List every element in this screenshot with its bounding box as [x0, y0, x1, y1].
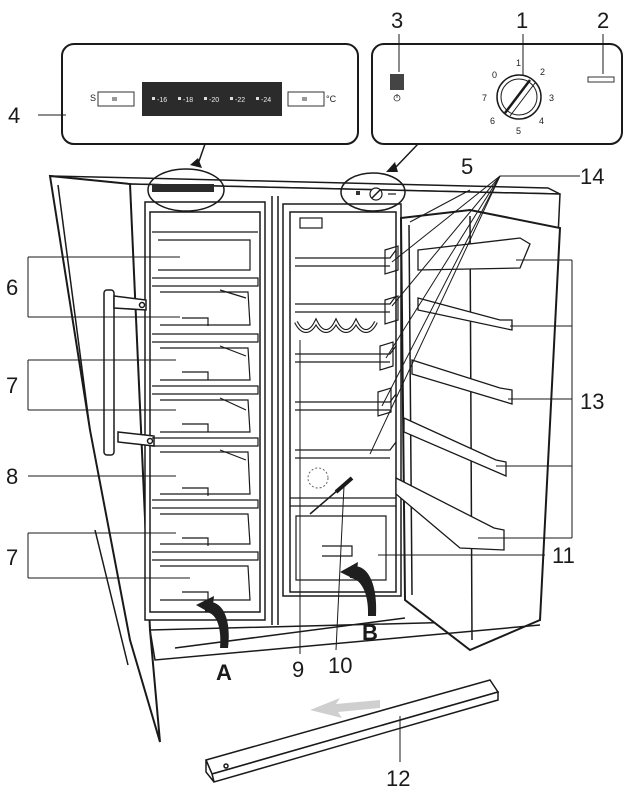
interior-light [587, 76, 615, 83]
callout-11: 11 [552, 543, 575, 568]
callout-7-lower: 7 [6, 545, 18, 570]
freezer-display-panel: S -16 -18 -20 -22 -24 °C [61, 43, 359, 145]
callout-13: 13 [580, 389, 604, 414]
fridge-control-highlight [340, 172, 406, 212]
dial-number: 3 [549, 93, 554, 103]
leader-lines [27, 34, 604, 762]
callout-1: 1 [516, 8, 528, 33]
temp-readout: -16 [157, 97, 167, 104]
freezer-temp-readouts: -16 -18 -20 -22 -24 [152, 97, 271, 104]
arrow-b-label: B [362, 620, 378, 645]
temp-readout: -20 [209, 97, 219, 104]
callout-8: 8 [6, 464, 18, 489]
temp-readout: -18 [183, 97, 193, 104]
callout-4: 4 [8, 103, 20, 128]
dial-number: 6 [490, 116, 495, 126]
dial-number: 5 [516, 126, 521, 136]
temp-readout: -24 [261, 97, 271, 104]
temperature-dial [496, 74, 542, 120]
freezer-compartments [152, 231, 259, 601]
panel-pointers [197, 143, 419, 169]
temp-readout: -22 [235, 97, 245, 104]
dial-scale: 1 2 3 4 5 6 7 0 [482, 58, 554, 136]
freezer-s-label: S [90, 93, 96, 103]
arrow-a-label: A [216, 660, 232, 685]
arrow-a [205, 602, 229, 648]
callout-12: 12 [386, 766, 410, 791]
install-hint-arrow [310, 698, 380, 718]
door-bins [395, 237, 531, 551]
dial-number: 7 [482, 93, 487, 103]
fridge-dial-panel: 1 2 3 4 5 6 7 0 [371, 43, 623, 145]
dial-number: 4 [539, 116, 544, 126]
callout-numbers: 3 1 2 4 5 14 6 7 8 7 13 11 9 10 12 [6, 8, 609, 791]
dial-number: 2 [540, 67, 545, 77]
freezer-control-highlight [147, 168, 225, 212]
callout-10: 10 [328, 653, 352, 678]
callout-7-upper: 7 [6, 373, 18, 398]
freezer-display-strip [152, 184, 214, 192]
dial-number: 1 [516, 58, 521, 68]
dotted-marker [307, 467, 329, 489]
callout-3: 3 [391, 8, 403, 33]
callout-14: 14 [580, 164, 604, 189]
callout-5: 5 [461, 154, 473, 179]
callout-2: 2 [597, 8, 609, 33]
base-plinth [204, 679, 500, 783]
freezer-unit-label: °C [326, 94, 337, 104]
callout-9: 9 [292, 657, 304, 682]
ice-scraper [309, 489, 339, 515]
switch-button [390, 74, 404, 90]
callout-6: 6 [6, 275, 18, 300]
dial-number: 0 [492, 70, 497, 80]
